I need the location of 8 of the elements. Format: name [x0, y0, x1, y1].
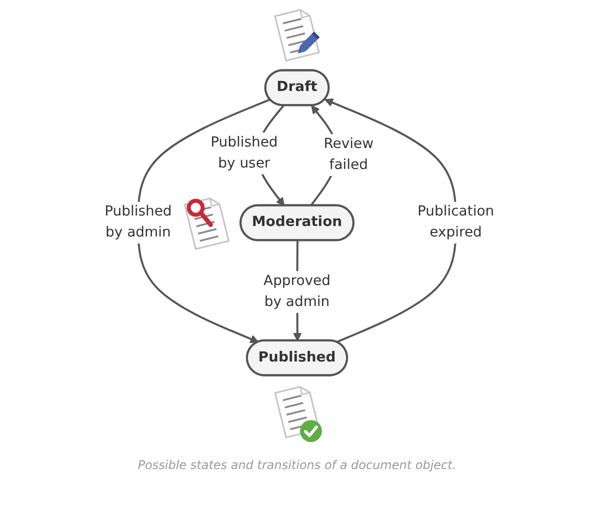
arrow [324, 98, 457, 344]
arrow [137, 98, 270, 344]
edge-label: Review failed [324, 136, 374, 173]
edge-label: Published by user [210, 134, 278, 172]
edge-label: Approved by admin [264, 273, 330, 310]
caption: Possible states and transitions of a document object. [136, 458, 458, 472]
edge-label: Published by admin [104, 204, 172, 241]
edge-label: Publication expired [418, 204, 494, 241]
